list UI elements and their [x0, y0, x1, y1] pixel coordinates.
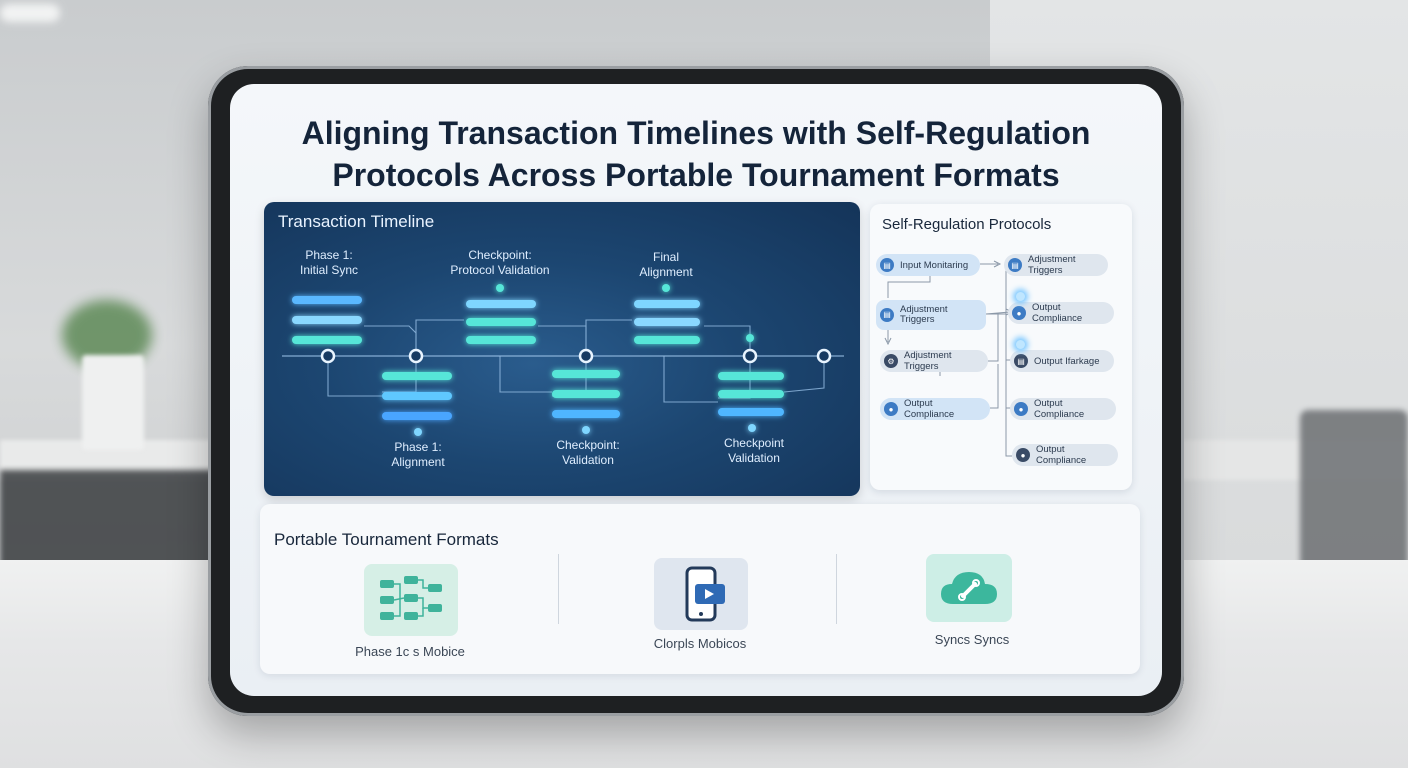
tl-bar [552, 410, 620, 418]
format-label-3: Syncs Syncs [934, 632, 1010, 647]
timeline-diagram [282, 284, 844, 436]
formats-title: Portable Tournament Formats [274, 530, 499, 549]
user-icon: ● [884, 402, 898, 416]
protocol-label: Adjustment Triggers [900, 304, 948, 325]
tl-node [816, 348, 832, 364]
tl-node [742, 348, 758, 364]
tl-bar [466, 336, 536, 344]
tl-marker [748, 424, 756, 432]
protocol-label: Adjustment Triggers [1028, 254, 1076, 276]
document-icon: ▤ [880, 308, 894, 322]
timeline-title: Transaction Timeline [278, 212, 435, 231]
protocol-label: Output Compliance [904, 398, 955, 420]
tl-bar [634, 336, 700, 344]
label-checkpoint-protocol-validation: Checkpoint: Protocol Validation [450, 248, 550, 277]
tl-marker [496, 284, 504, 292]
protocol-adjustment-triggers-right[interactable]: ▤ Adjustment Triggers [1004, 254, 1108, 276]
page-title: Aligning Transaction Timelines with Self… [301, 115, 1091, 193]
tablet-screen: Aligning Transaction Timelines with Self… [230, 84, 1162, 696]
tablet-device: Aligning Transaction Timelines with Self… [208, 66, 1184, 716]
tl-marker [414, 428, 422, 436]
protocol-label: Output Compliance [1036, 444, 1087, 466]
tl-bar [552, 370, 620, 378]
protocol-adjustment-triggers-mid[interactable]: ⚙ Adjustment Triggers [880, 350, 988, 372]
tl-marker [746, 334, 754, 342]
tl-bar [718, 372, 784, 380]
protocol-output-compliance-r3[interactable]: ● Output Compliance [1012, 444, 1118, 466]
protocol-label: Output Ifarkage [1034, 355, 1100, 367]
document-icon: ▤ [1008, 258, 1022, 272]
tl-node [320, 348, 336, 364]
tl-bar [634, 318, 700, 326]
tournament-formats-panel: Portable Tournament Formats [260, 504, 1140, 674]
user-icon: ● [1014, 402, 1028, 416]
cloud-sync-icon [941, 572, 997, 604]
tl-bar [382, 372, 452, 380]
format-card-mobile[interactable] [654, 558, 748, 630]
bracket-icon [380, 576, 442, 620]
document-icon: ▤ [1014, 354, 1028, 368]
mobile-video-icon [685, 566, 725, 622]
protocol-output-compliance-left[interactable]: ● Output Compliance [880, 398, 990, 420]
background-pot [82, 355, 144, 450]
protocol-label: Input Monitaring [900, 259, 969, 271]
protocol-label: Output Compliance [1034, 398, 1085, 420]
protocol-output-compliance-r1[interactable]: ● Output Compliance [1008, 302, 1114, 324]
tl-node [578, 348, 594, 364]
format-label-1: Phase 1c s Mobice [355, 644, 465, 659]
label-checkpoint-validation-a: Checkpoint: Validation [556, 438, 620, 467]
format-card-bracket[interactable] [364, 564, 458, 636]
document-icon: ▤ [880, 258, 894, 272]
user-icon: ● [1012, 306, 1026, 320]
gear-icon: ⚙ [884, 354, 898, 368]
tl-bar [466, 318, 536, 326]
label-phase1-initial-sync: Phase 1: Initial Sync [299, 248, 359, 277]
tl-bar [292, 296, 362, 304]
tl-bar [634, 300, 700, 308]
label-final-alignment: Final Alignment [639, 250, 693, 279]
protocol-glow-dot [1016, 340, 1025, 349]
protocol-adjustment-triggers-left[interactable]: ▤ Adjustment Triggers [876, 300, 986, 330]
protocol-label: Output Compliance [1032, 302, 1083, 324]
tl-bar [382, 412, 452, 420]
transaction-timeline-panel: Transaction Timeline [264, 202, 860, 496]
user-icon: ● [1016, 448, 1030, 462]
protocol-output-ifarkage[interactable]: ▤ Output Ifarkage [1010, 350, 1114, 372]
protocol-input-monitoring[interactable]: ▤ Input Monitaring [876, 254, 980, 276]
format-card-cloud-sync[interactable] [926, 554, 1012, 622]
tl-bar [718, 408, 784, 416]
label-phase1-alignment: Phase 1: Alignment [391, 440, 445, 469]
tl-bar [552, 390, 620, 398]
format-divider [558, 554, 559, 624]
tl-bar [718, 390, 784, 398]
protocol-output-compliance-r2[interactable]: ● Output Compliance [1010, 398, 1116, 420]
self-regulation-panel: Self-Regulation Protocols ▤ Input [870, 204, 1132, 490]
protocol-glow-dot [1016, 292, 1025, 301]
tl-marker [662, 284, 670, 292]
format-divider [836, 554, 837, 624]
protocols-title: Self-Regulation Protocols [882, 216, 1052, 233]
tl-marker [582, 426, 590, 434]
protocol-label: Adjustment Triggers [904, 350, 952, 372]
format-label-2: Clorpls Mobicos [653, 636, 747, 651]
ceiling-light-left [0, 4, 60, 22]
tl-bar [466, 300, 536, 308]
tl-bar [292, 336, 362, 344]
tl-node [408, 348, 424, 364]
background-chair [1300, 410, 1408, 570]
label-checkpoint-validation-b: Checkpoint Validation [723, 436, 785, 465]
tl-bar [382, 392, 452, 400]
tl-bar [292, 316, 362, 324]
